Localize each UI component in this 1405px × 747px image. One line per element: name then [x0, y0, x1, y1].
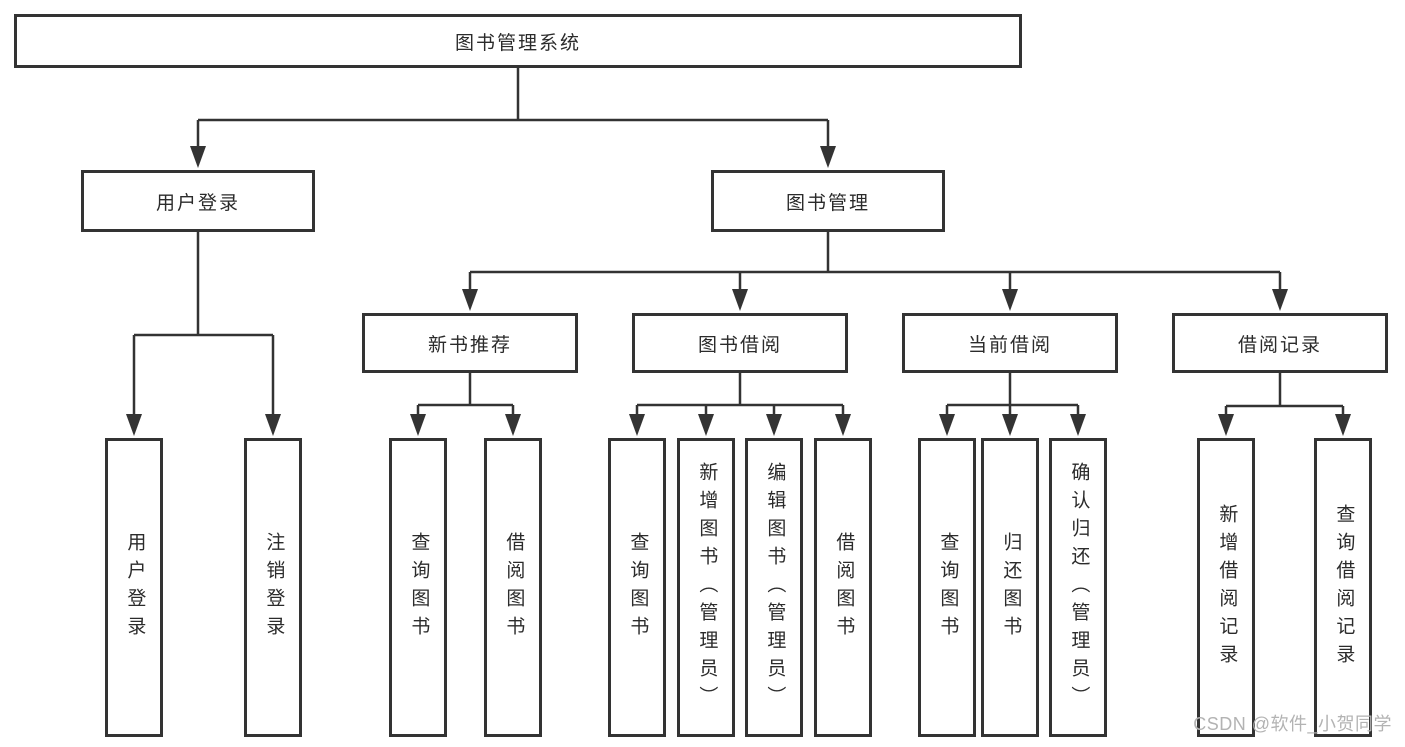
leaf-recommend-query-books-label: 查询图书 [408, 531, 430, 644]
node-book-borrow-label: 图书借阅 [697, 334, 782, 356]
node-borrow-records-label: 借阅记录 [1237, 334, 1322, 356]
node-new-book-recommend: 新书推荐 [362, 313, 578, 373]
leaf-borrow-query-books: 查询图书 [608, 438, 666, 737]
connector-current-borrow [945, 373, 1080, 416]
node-library-system-label: 图书管理系统 [454, 32, 581, 54]
connector-book-management [468, 232, 1282, 291]
node-book-management-label: 图书管理 [785, 192, 870, 214]
leaf-user-login: 用户登录 [105, 438, 163, 737]
node-current-borrow: 当前借阅 [902, 313, 1118, 373]
connector-new-book-recommend [416, 373, 515, 416]
leaf-user-login-label: 用户登录 [124, 531, 146, 644]
node-borrow-records: 借阅记录 [1172, 313, 1388, 373]
leaf-add-book-admin: 新增图书（管理员） [677, 438, 735, 737]
leaf-recommend-borrow-books: 借阅图书 [484, 438, 542, 737]
node-user-login-label: 用户登录 [155, 192, 240, 214]
node-library-system: 图书管理系统 [14, 14, 1022, 68]
leaf-recommend-borrow-books-label: 借阅图书 [503, 531, 525, 644]
node-book-borrow: 图书借阅 [632, 313, 848, 373]
leaf-borrow-books-label: 借阅图书 [833, 531, 855, 644]
leaf-current-query-books: 查询图书 [918, 438, 976, 737]
leaf-query-borrow-record-label: 查询借阅记录 [1333, 503, 1355, 672]
leaf-confirm-return-admin-label: 确认归还（管理员） [1068, 461, 1090, 714]
leaf-borrow-query-books-label: 查询图书 [627, 531, 649, 644]
connector-user-login [132, 232, 275, 416]
connector-borrow-records [1224, 373, 1345, 416]
leaf-add-book-admin-label: 新增图书（管理员） [696, 461, 718, 714]
leaf-query-borrow-record: 查询借阅记录 [1314, 438, 1372, 737]
leaf-logout: 注销登录 [244, 438, 302, 737]
leaf-add-borrow-record: 新增借阅记录 [1197, 438, 1255, 737]
leaf-current-query-books-label: 查询图书 [937, 531, 959, 644]
leaf-recommend-query-books: 查询图书 [389, 438, 447, 737]
node-new-book-recommend-label: 新书推荐 [427, 334, 512, 356]
leaf-borrow-books: 借阅图书 [814, 438, 872, 737]
connector-book-borrow [635, 373, 845, 416]
leaf-return-book: 归还图书 [981, 438, 1039, 737]
leaf-logout-label: 注销登录 [263, 531, 285, 644]
leaf-edit-book-admin: 编辑图书（管理员） [745, 438, 803, 737]
node-user-login: 用户登录 [81, 170, 315, 232]
node-book-management: 图书管理 [711, 170, 945, 232]
node-current-borrow-label: 当前借阅 [967, 334, 1052, 356]
csdn-watermark: CSDN @软件_小贺同学 [1193, 714, 1392, 734]
leaf-return-book-label: 归还图书 [1000, 531, 1022, 644]
connector-root [196, 68, 830, 148]
leaf-edit-book-admin-label: 编辑图书（管理员） [764, 461, 786, 714]
leaf-confirm-return-admin: 确认归还（管理员） [1049, 438, 1107, 737]
leaf-add-borrow-record-label: 新增借阅记录 [1216, 503, 1238, 672]
